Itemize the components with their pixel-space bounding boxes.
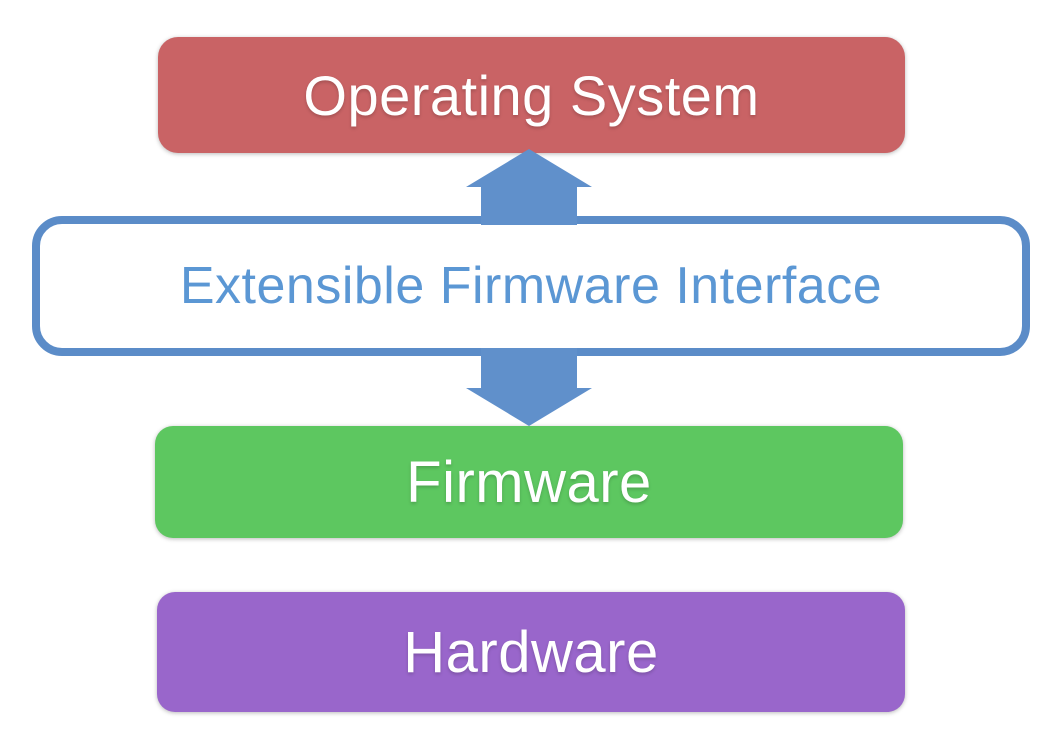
- up-arrow-icon: [466, 149, 592, 225]
- firmware-box: Firmware: [155, 426, 903, 538]
- hardware-label: Hardware: [403, 619, 659, 685]
- firmware-label: Firmware: [406, 449, 652, 515]
- extensible-firmware-interface-label: Extensible Firmware Interface: [179, 257, 883, 315]
- hardware-box: Hardware: [157, 592, 905, 712]
- up-arrow-shape: [466, 149, 592, 225]
- down-arrow-shape: [466, 348, 592, 426]
- operating-system-box: Operating System: [158, 37, 905, 153]
- extensible-firmware-interface-box: Extensible Firmware Interface: [32, 216, 1030, 356]
- down-arrow-icon: [466, 348, 592, 426]
- operating-system-label: Operating System: [303, 63, 760, 127]
